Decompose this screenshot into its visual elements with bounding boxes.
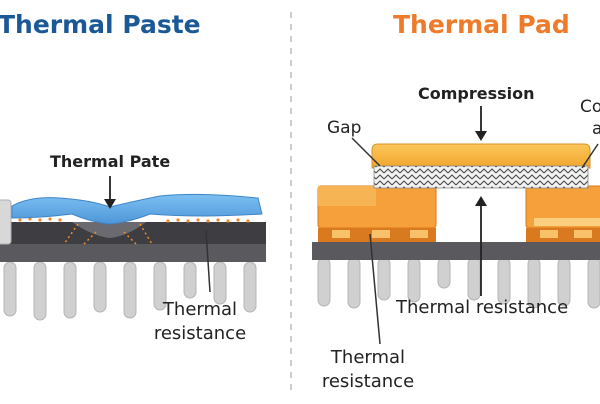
- pad-compressed-material: [373, 165, 589, 189]
- pad-resistance-label-2: Thermal resistance: [315, 346, 421, 394]
- pad-resistance-label-1: Thermal resistance: [396, 297, 569, 318]
- paste-title: Thermal Paste: [0, 10, 201, 39]
- pad-right-component: [525, 185, 600, 242]
- paste-material-label: Thermal Pate: [50, 152, 171, 171]
- pad-heatsink-base: [312, 242, 600, 260]
- paste-resistance-line2: resistance: [153, 323, 247, 344]
- paste-resistance-pointer: [205, 229, 211, 293]
- compression-arrowhead: [475, 131, 487, 141]
- paste-side-component: [0, 199, 12, 245]
- paste-label-arrowhead: [104, 199, 116, 209]
- gap-label: Gap: [327, 118, 362, 138]
- partial-label-line2: a: [592, 119, 600, 139]
- paste-heatsink-base: [0, 244, 266, 262]
- paste-resistance-label: Thermal resistance: [150, 298, 250, 346]
- partial-label-line1: Co: [580, 97, 600, 117]
- paste-heat-flow: [63, 223, 153, 245]
- pad-top-layer: [371, 143, 591, 169]
- paste-air-gaps: [18, 217, 250, 223]
- pad-resistance-pointer-2: [369, 233, 381, 345]
- pad-heatsink-fins: [317, 257, 600, 309]
- paste-panel: [0, 176, 266, 321]
- pad-left-component: [317, 185, 437, 242]
- pad-resistance-2-line1: Thermal: [330, 347, 406, 368]
- paste-layer: [11, 193, 263, 225]
- partial-label: Co a: [580, 96, 600, 140]
- pad-resistance-arrowhead: [475, 196, 487, 206]
- paste-heatsink-fins: [3, 261, 257, 321]
- gap-pointer: [351, 137, 381, 167]
- pad-title: Thermal Pad: [393, 10, 570, 39]
- paste-surface-dip: [72, 222, 146, 238]
- compression-label: Compression: [418, 84, 535, 103]
- paste-chip-layer: [10, 222, 266, 244]
- paste-resistance-line1: Thermal: [162, 299, 238, 320]
- pad-resistance-2-line2: resistance: [321, 371, 415, 392]
- partial-pointer: [581, 143, 599, 169]
- pad-panel: [312, 106, 600, 345]
